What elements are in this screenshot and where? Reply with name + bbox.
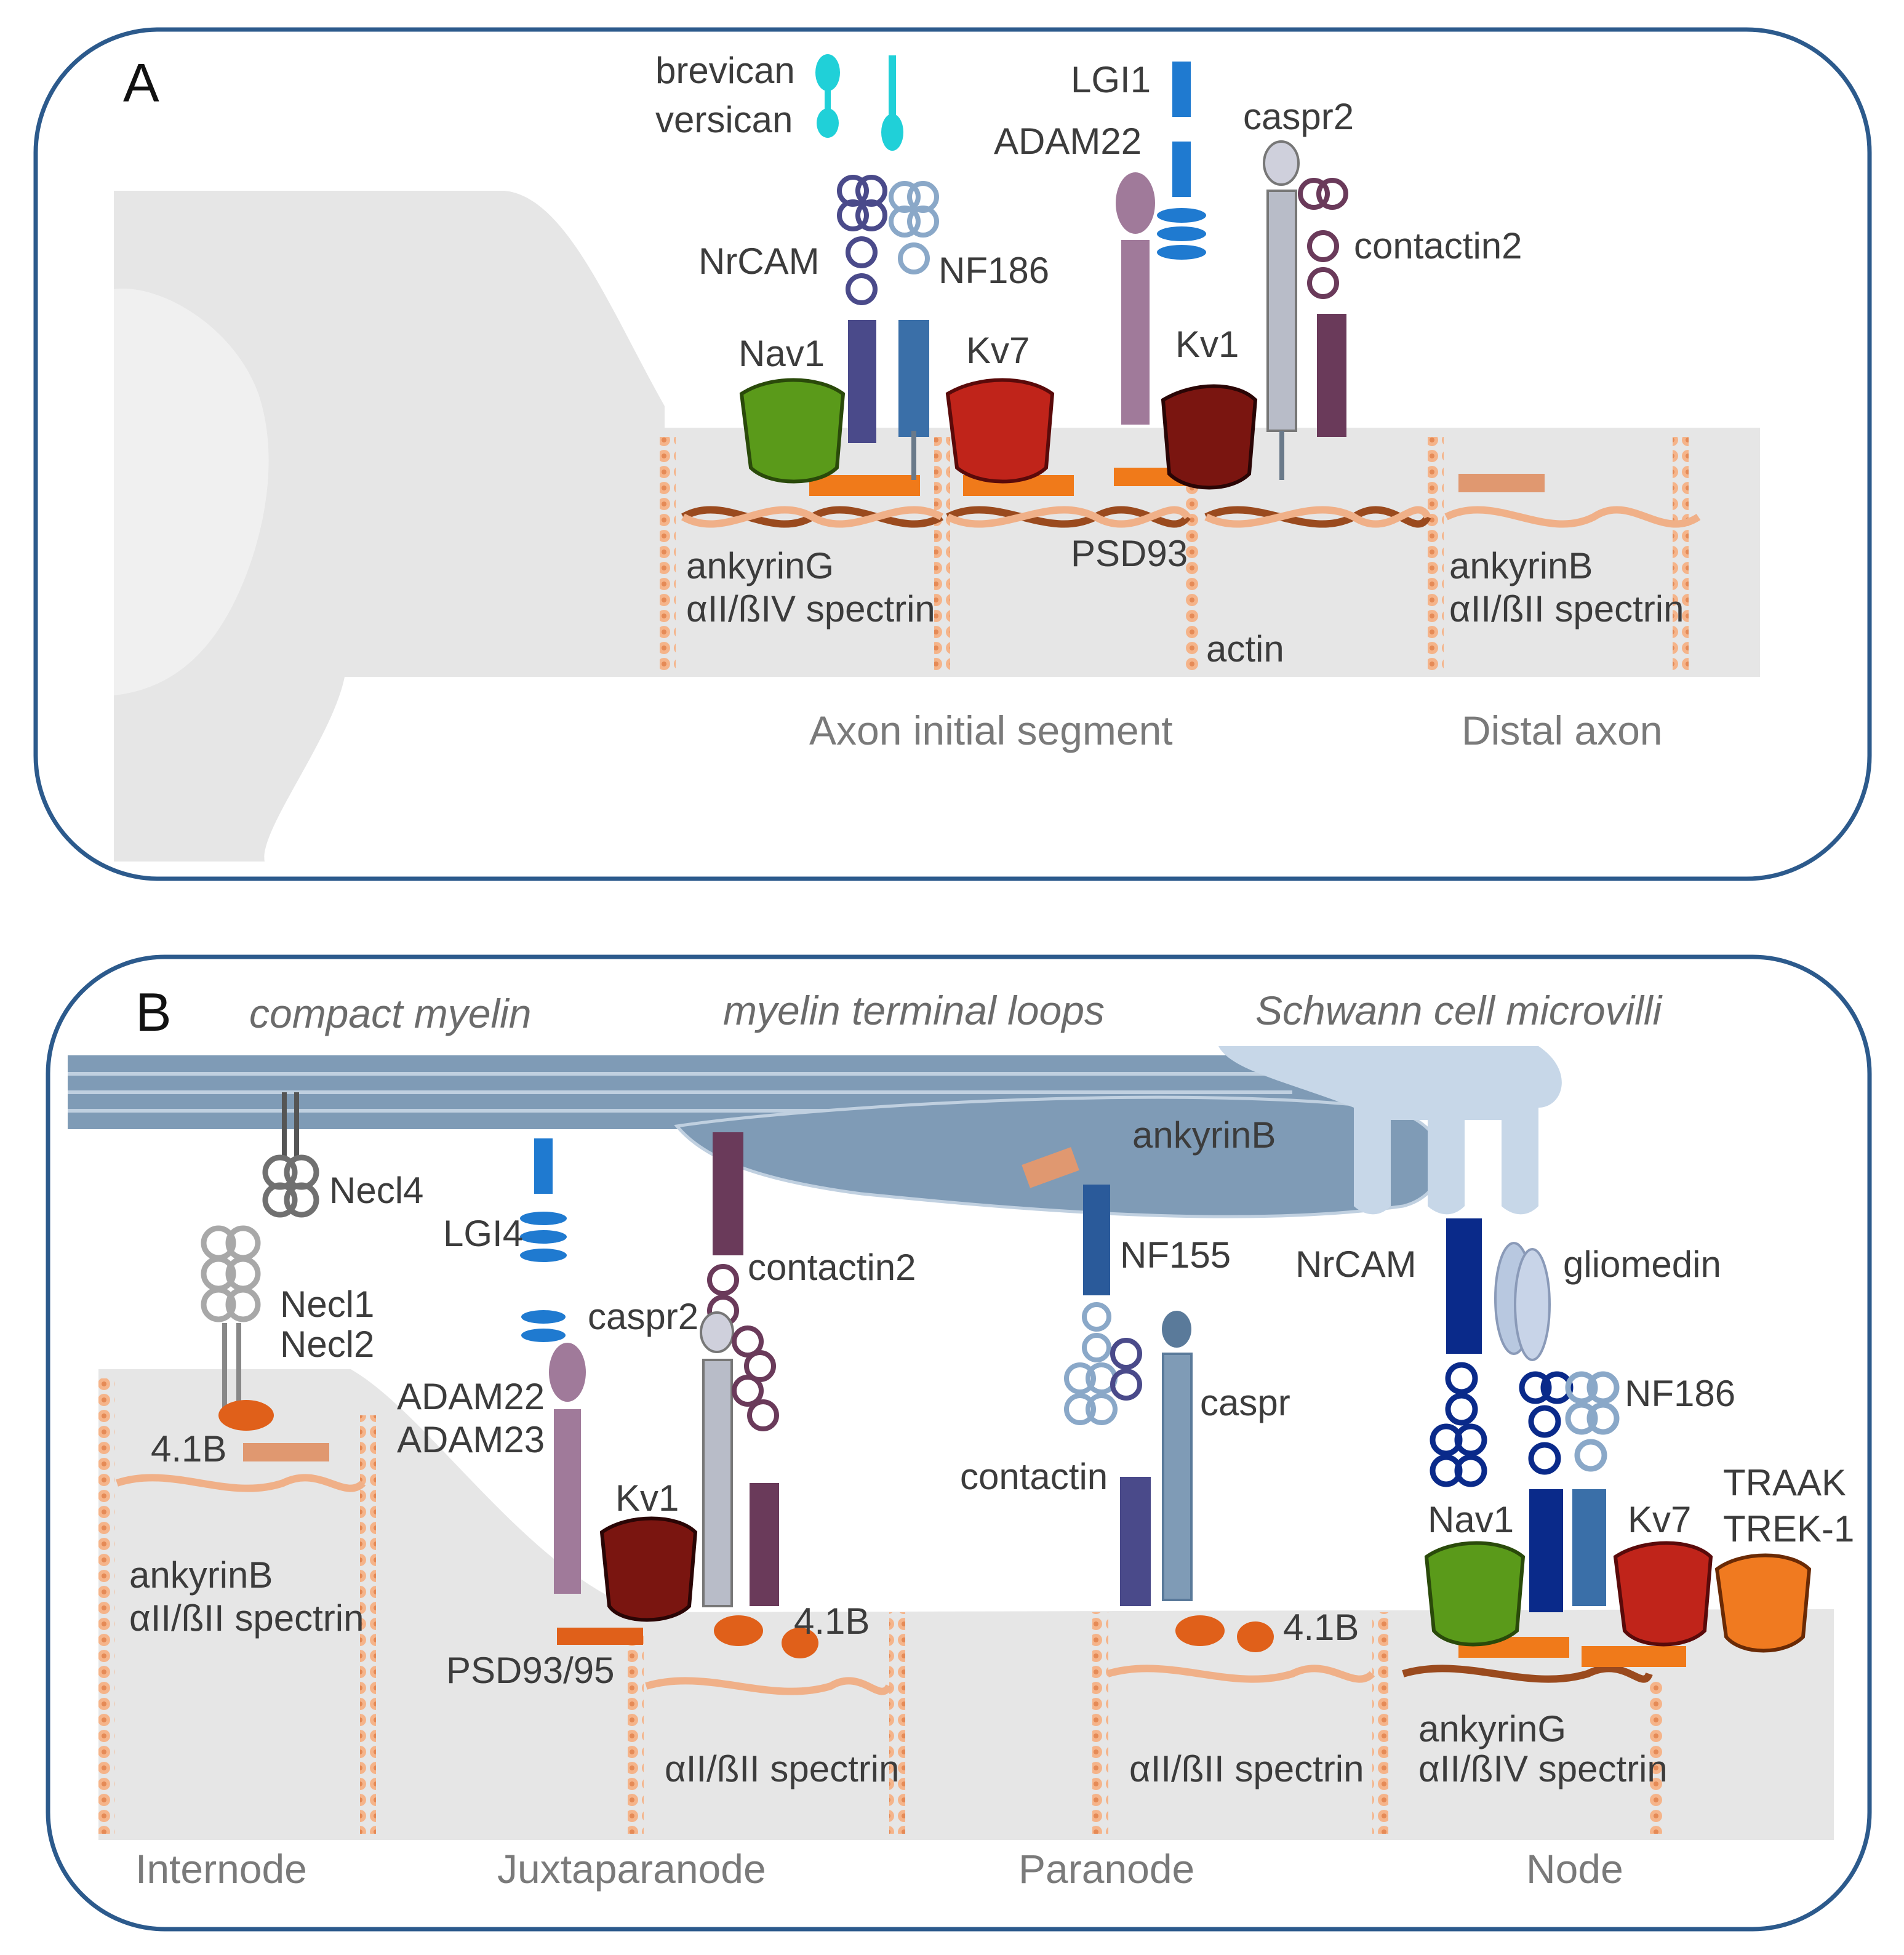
axon-shaft-b (98, 1369, 1834, 1840)
necl-proteins (201, 1092, 329, 1461)
label-ankyring-b: ankyrinG (1418, 1708, 1566, 1749)
label-traak: TRAAK (1723, 1462, 1846, 1503)
label-gliomedin: gliomedin (1563, 1244, 1721, 1285)
label-contactin2-b: contactin2 (748, 1247, 916, 1288)
region-internode: Internode (135, 1846, 307, 1892)
actin-filaments-b (116, 1474, 1653, 1695)
label-contactin2-a: contactin2 (1354, 225, 1522, 266)
node-proteins (1430, 1218, 1686, 1667)
label-spectrin-paranode: αII/ßII spectrin (1129, 1748, 1364, 1789)
label-nav1-a: Nav1 (738, 333, 825, 374)
label-nf155: NF155 (1120, 1234, 1231, 1276)
label-versican: versican (655, 99, 793, 140)
label-necl2: Necl2 (280, 1324, 374, 1365)
label-psd9395: PSD93/95 (446, 1650, 615, 1691)
nf155-caspr-contactin-proteins (1022, 1147, 1274, 1652)
kv7-channel-a (945, 378, 1055, 484)
label-psd93: PSD93 (1071, 533, 1188, 574)
schwann-microvilli (1218, 1046, 1562, 1215)
actin-filament-a (681, 506, 1701, 528)
label-necl1: Necl1 (280, 1284, 374, 1325)
label-ankyrinb-a: ankyrinB (1449, 545, 1593, 586)
lgi4-adam-proteins (520, 1138, 643, 1645)
label-kv1-b: Kv1 (615, 1477, 679, 1519)
label-ankyring-a: ankyrinG (686, 545, 834, 586)
panel-a: A brevican versican LGI1 ADAM22 caspr2 N… (33, 27, 1872, 881)
label-actin: actin (1206, 628, 1284, 670)
label-adam22-a: ADAM22 (994, 121, 1142, 162)
label-contactin: contactin (960, 1456, 1108, 1497)
label-41b-3: 4.1B (1283, 1607, 1359, 1648)
region-ais: Axon initial segment (809, 708, 1173, 753)
label-lgi4: LGI4 (443, 1213, 523, 1254)
label-41b-2: 4.1B (794, 1601, 870, 1642)
region-juxtaparanode: Juxtaparanode (497, 1846, 766, 1892)
label-spectrin-internode: αII/ßII spectrin (129, 1597, 364, 1639)
label-microvilli: Schwann cell microvilli (1255, 988, 1663, 1033)
label-spectrin-a1: αII/ßIV spectrin (686, 588, 935, 630)
label-adam22-b: ADAM22 (397, 1376, 545, 1417)
nf186-protein-a (889, 181, 939, 480)
nucleus-shape (114, 289, 269, 695)
kv1-channel-b (599, 1516, 698, 1622)
label-nrcam-b: NrCAM (1295, 1244, 1417, 1285)
caspr2-contactin2-proteins-b (700, 1132, 818, 1658)
label-necl4: Necl4 (329, 1170, 423, 1211)
label-nav1-b: Nav1 (1428, 1499, 1514, 1540)
label-compact-myelin: compact myelin (249, 991, 532, 1036)
label-ankyrinb-internode: ankyrinB (129, 1554, 273, 1596)
spectrin-columns-a (660, 437, 1689, 671)
label-terminal-loops: myelin terminal loops (723, 988, 1105, 1033)
label-trek1: TREK-1 (1723, 1508, 1854, 1549)
label-ankyrinb-paranode: ankyrinB (1132, 1114, 1276, 1156)
kv7-channel-b (1613, 1541, 1713, 1647)
nav1-channel-b (1424, 1541, 1526, 1647)
label-spectrin-jxp: αII/ßII spectrin (665, 1748, 899, 1789)
lgi1-adam22-protein-a (1116, 62, 1206, 425)
panel-a-letter: A (123, 52, 159, 113)
label-kv7-b: Kv7 (1628, 1499, 1691, 1540)
caspr2-contactin2-protein-a (1263, 140, 1348, 480)
soma-shape (114, 191, 665, 862)
region-node: Node (1526, 1846, 1623, 1892)
label-nf186-a: NF186 (938, 250, 1049, 291)
kv1-channel-a (1161, 384, 1258, 490)
panel-b: B compact myelin myelin terminal loops S… (46, 954, 1872, 1932)
label-lgi1: LGI1 (1071, 59, 1151, 100)
label-41b-1: 4.1B (151, 1428, 226, 1469)
spectrin-columns-b (98, 1378, 1665, 1834)
label-nrcam-a: NrCAM (698, 241, 820, 282)
traak-trek1-channel (1714, 1553, 1812, 1653)
label-nf186-b: NF186 (1625, 1373, 1735, 1414)
label-spectrin-node: αII/ßIV spectrin (1418, 1748, 1668, 1789)
nrcam-protein-a (837, 175, 887, 443)
label-kv7-a: Kv7 (966, 330, 1030, 371)
brevican-versican-shape (815, 54, 903, 151)
label-caspr2-b: caspr2 (588, 1296, 698, 1337)
label-brevican: brevican (655, 50, 795, 91)
region-paranode: Paranode (1018, 1846, 1194, 1892)
label-adam23: ADAM23 (397, 1419, 545, 1460)
panel-b-letter: B (135, 981, 172, 1042)
label-spectrin-a2: αII/ßII spectrin (1449, 588, 1684, 630)
label-caspr2-a: caspr2 (1243, 96, 1354, 137)
region-distal-axon: Distal axon (1462, 708, 1663, 753)
label-caspr: caspr (1200, 1382, 1290, 1423)
nav1-channel-a (739, 378, 846, 484)
label-kv1-a: Kv1 (1175, 324, 1239, 365)
ankyrin-bars-a (809, 468, 1545, 496)
